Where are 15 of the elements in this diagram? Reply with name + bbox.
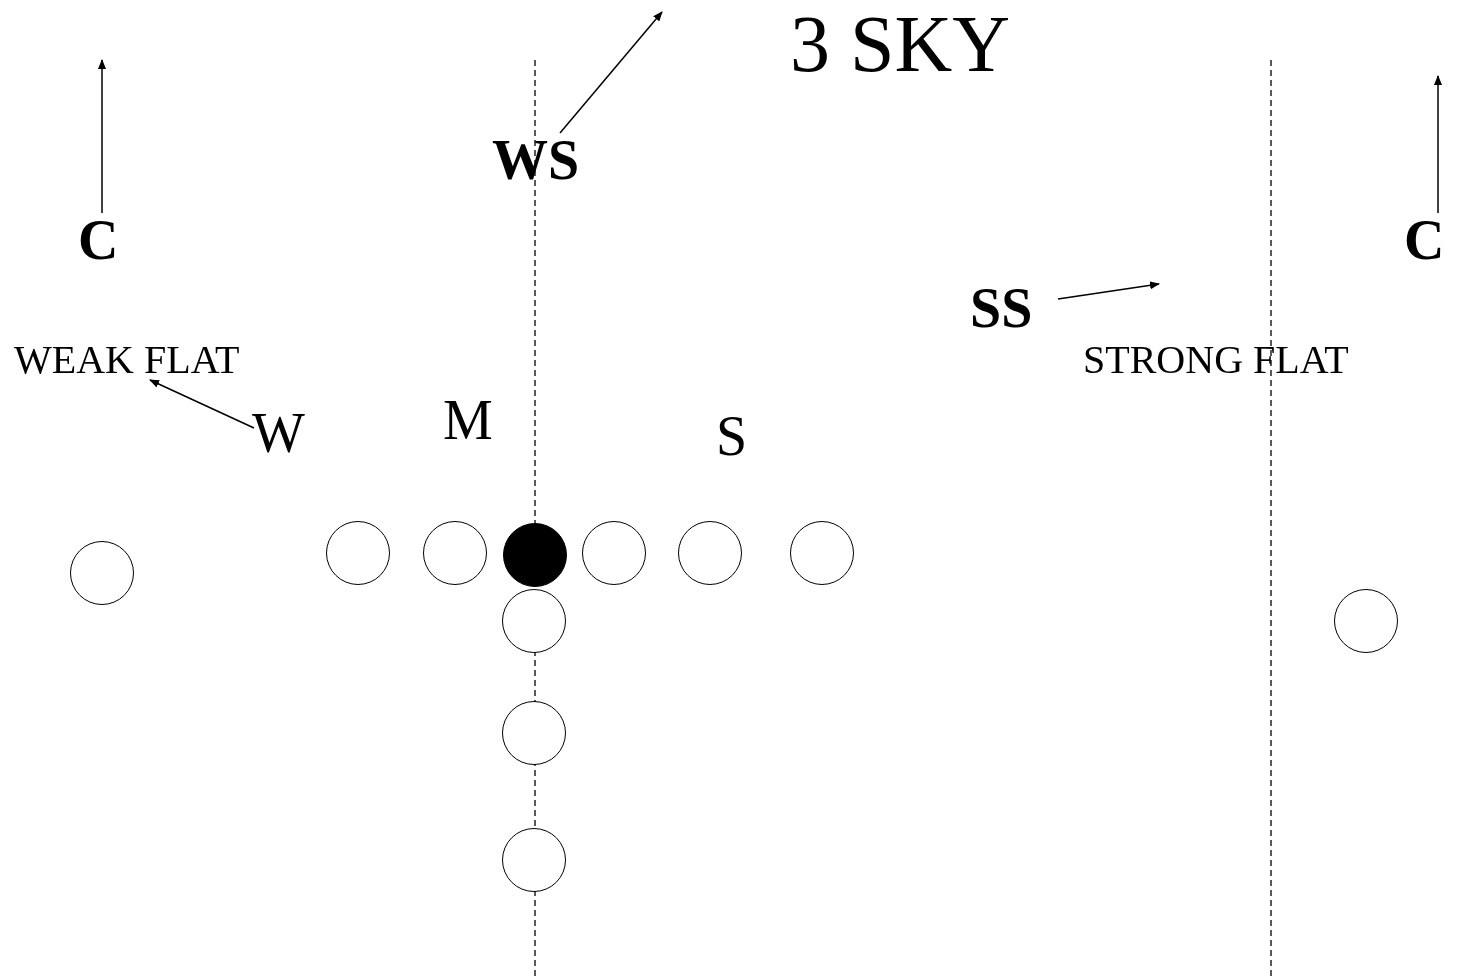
arrow xyxy=(1434,75,1442,214)
player-label: M xyxy=(443,392,493,448)
arrow xyxy=(98,59,106,214)
zone-label: STRONG FLAT xyxy=(1083,340,1349,380)
arrow xyxy=(1057,281,1160,300)
player-label: S xyxy=(716,408,748,464)
player-label: WS xyxy=(492,132,580,188)
player-label: C xyxy=(1404,212,1445,268)
title: 3 SKY xyxy=(790,4,1011,84)
arrow xyxy=(149,379,255,429)
player-label: SS xyxy=(970,280,1033,336)
player-label: C xyxy=(78,212,119,268)
player-label: W xyxy=(252,405,305,461)
zone-label: WEAK FLAT xyxy=(14,340,240,380)
arrow xyxy=(559,11,663,134)
